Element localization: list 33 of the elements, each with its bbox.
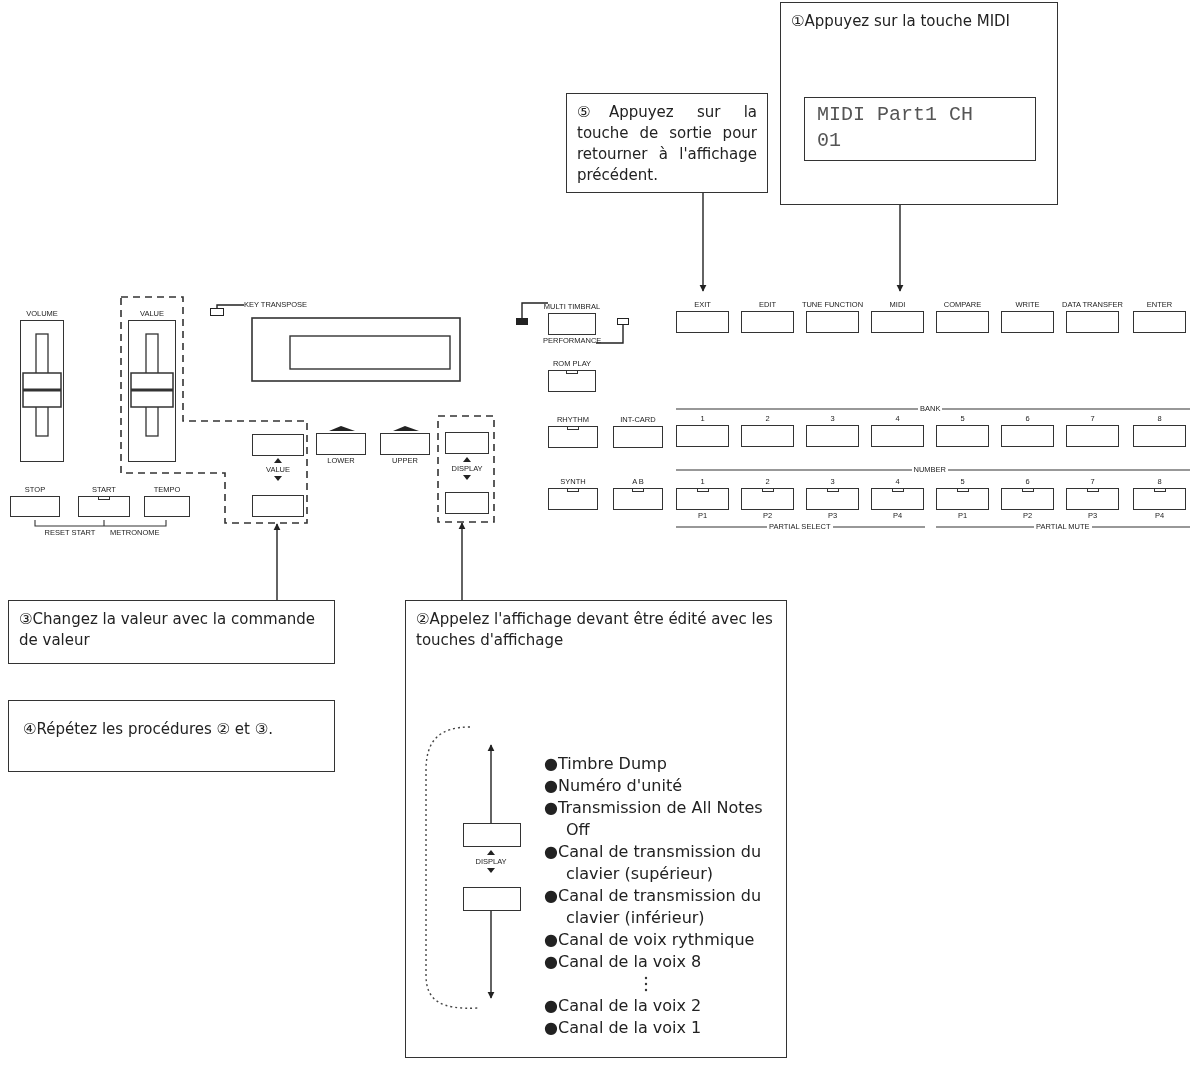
leader-line [521,302,549,319]
arrow [273,523,281,601]
list-item: ●Canal de voix rythmique [544,929,756,951]
arrow [699,192,707,292]
callout-box [566,93,768,193]
instruction-text: ③Changez la valeur avec la commande de valeur [19,609,317,651]
lcd-display [804,97,1036,161]
instruction-text: ⑤Appuyez sur la touche de sortie pour retourner à l'affichage précédent. [577,102,757,186]
callout-box [8,700,335,772]
lcd-text: MIDI Part1 CH 01 [817,102,975,154]
leader-line [216,304,245,309]
callout-box [405,600,787,1058]
led-indicator [617,318,629,325]
list-item: ●Canal de transmission du clavier (inférieur) [544,885,763,929]
arrow [487,744,495,824]
list-item: ●Timbre Dump [544,753,668,775]
led-indicator [210,308,224,316]
list-item: ●Canal de transmission du clavier (supérieur) [544,841,763,885]
arrow [896,204,904,292]
instruction-text: ②Appelez l'affichage devant être édité avec les touches d'affichage [416,609,774,651]
arrow [487,910,495,999]
list-item: ●Canal de la voix 2 [544,995,703,1017]
callout-box [780,2,1058,205]
led-indicator [516,318,528,325]
leader-line [595,324,624,344]
list-item: ●Canal de la voix 8 [544,951,703,973]
list-item: ●Transmission de All Notes Off [544,797,764,841]
instruction-text: ①Appuyez sur la touche MIDI [791,11,1012,32]
instruction-text: ④Répétez les procédures ② et ③. [23,719,274,740]
arrow [458,522,466,601]
callout-box [8,600,335,664]
list-item: ●Canal de la voix 1 [544,1017,703,1039]
list-item: ●Numéro d'unité [544,775,683,797]
